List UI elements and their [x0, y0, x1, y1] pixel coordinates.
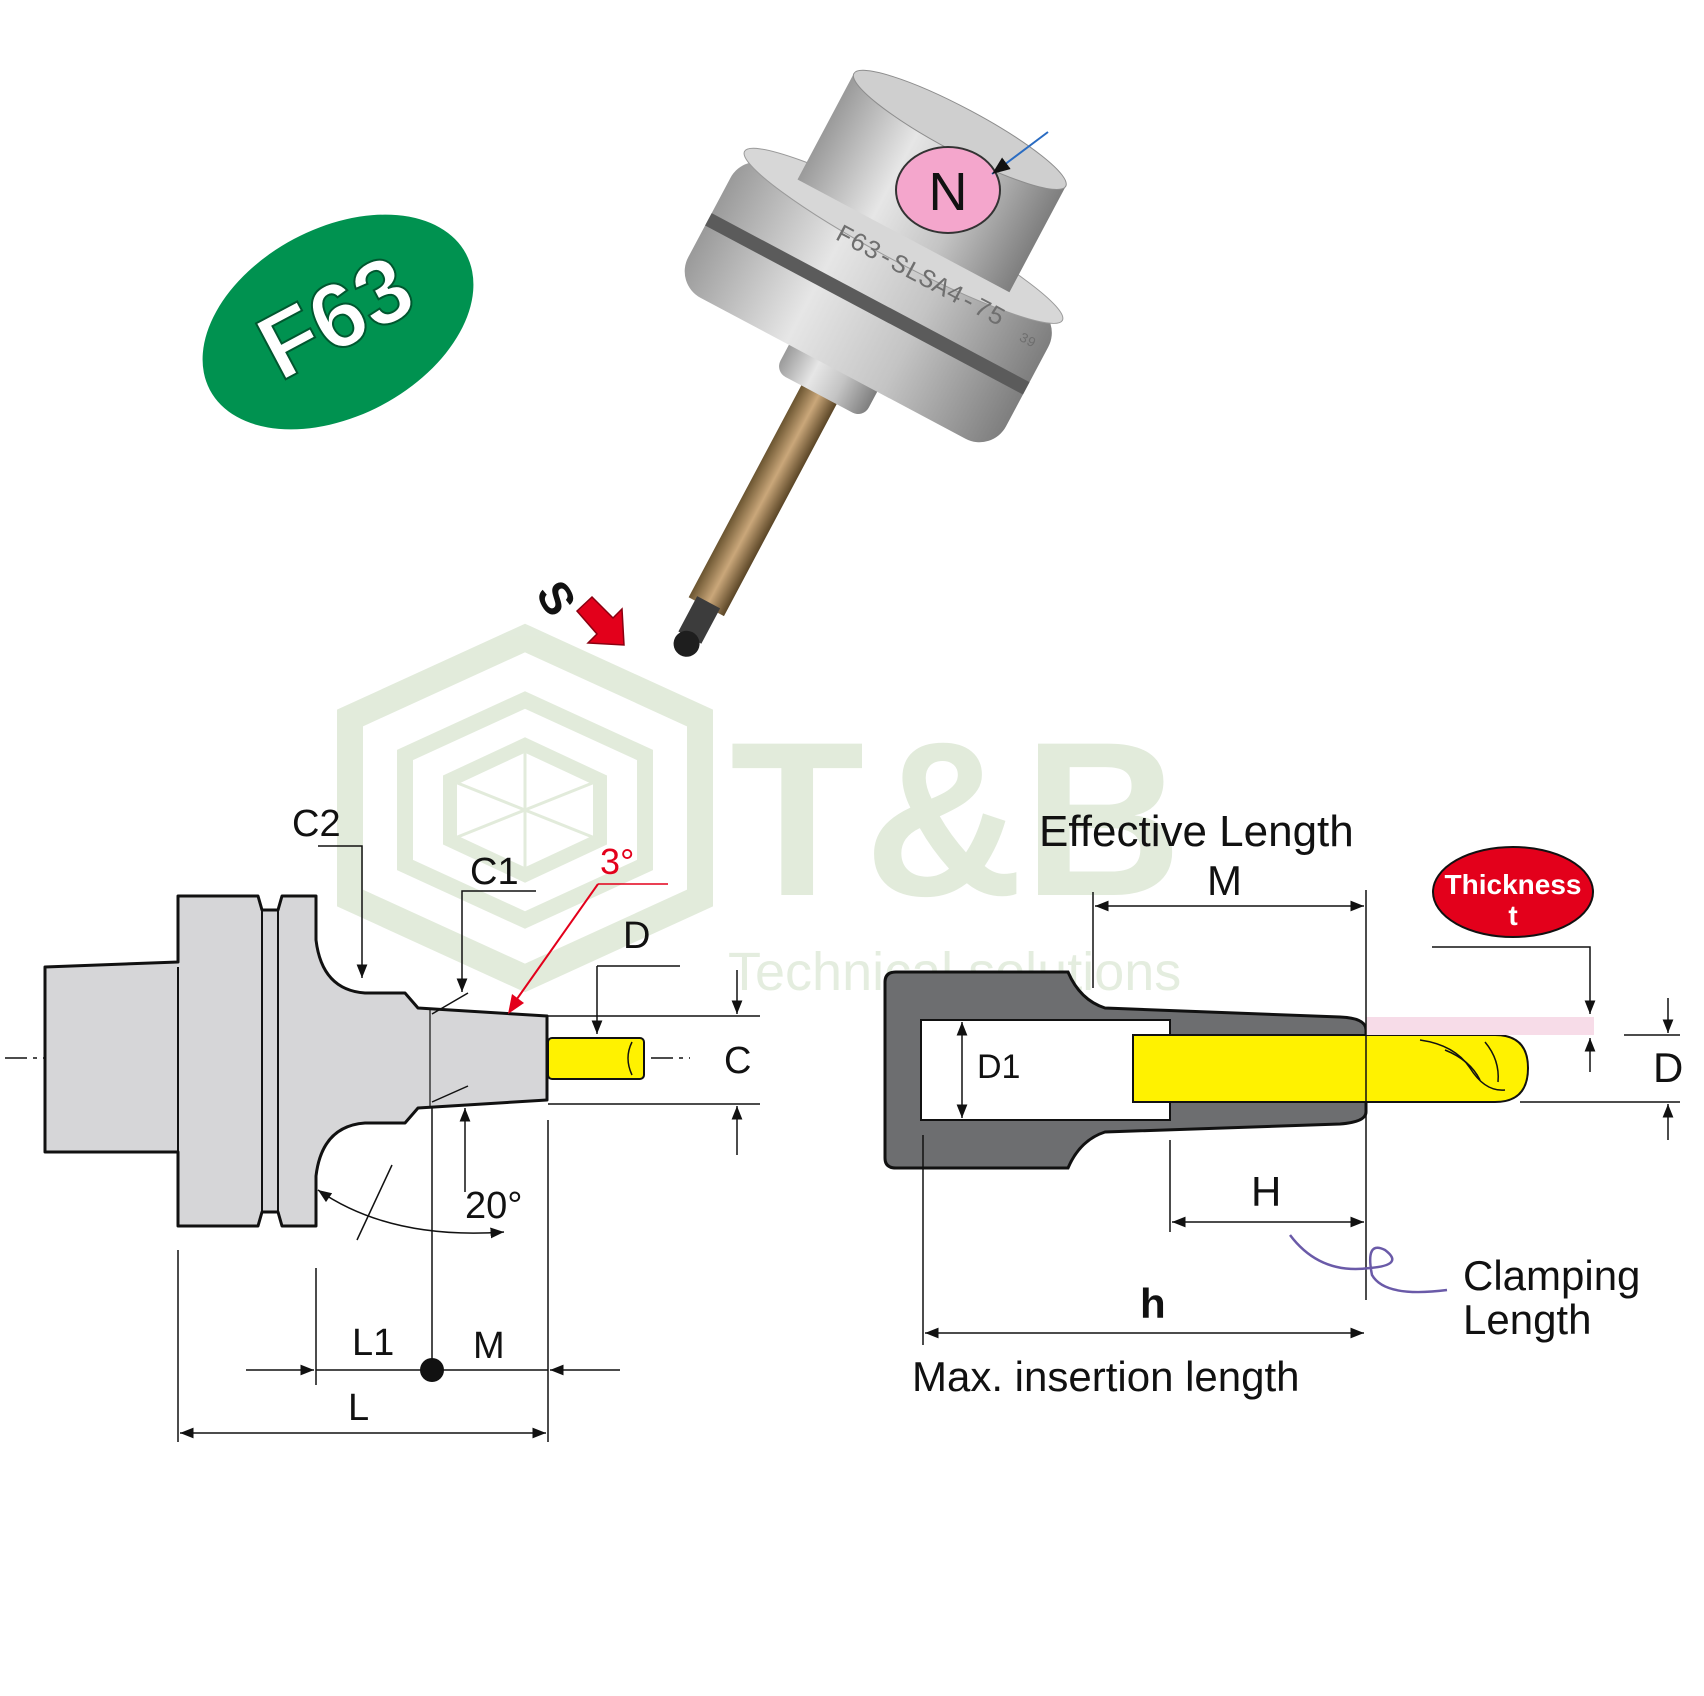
c1-label: C1 [470, 851, 519, 893]
f63-badge: F63 [202, 214, 474, 430]
c-label: C [724, 1040, 751, 1082]
angle-3-arrow [511, 883, 599, 1007]
c1-leader [456, 890, 536, 992]
thickness-band [1366, 1017, 1594, 1035]
holder-shank [688, 376, 842, 617]
max-insertion-label: Max. insertion length [912, 1353, 1300, 1400]
gauge-point [420, 1358, 444, 1382]
angle-3-arrowhead-icon [508, 994, 524, 1014]
marker-n-label: N [929, 162, 968, 222]
d-label-right: D [1653, 1044, 1683, 1091]
thickness-label: Thickness [1445, 869, 1582, 900]
clamping-label-1: Clamping [1463, 1252, 1640, 1299]
h-upper-label: H [1251, 1168, 1281, 1215]
angle-20-arc [317, 1189, 505, 1239]
left-technical-drawing: 3° C2 C1 D C 20° L1 M L [5, 803, 760, 1442]
h-lower-label: h [1140, 1280, 1166, 1327]
tool-flute-1 [1419, 1039, 1506, 1091]
marker-s-arrow-icon [575, 595, 625, 646]
l1-label: L1 [352, 1322, 394, 1364]
m-label-right: M [1207, 857, 1242, 904]
f63-badge-oval [202, 214, 474, 430]
flange-groove [705, 213, 1030, 395]
m-label-left: M [473, 1325, 505, 1367]
tool-flute-2 [1444, 1049, 1481, 1081]
thickness-symbol: t [1508, 900, 1517, 931]
tool-flute-3 [1484, 1041, 1499, 1083]
c2-leader [318, 845, 368, 978]
holder-engraving-sub: 39 [1016, 330, 1038, 352]
ball-end-tip [673, 630, 700, 657]
angle-20-label: 20° [465, 1185, 522, 1227]
effective-length-label: Effective Length [1039, 807, 1354, 856]
d1-label: D1 [977, 1048, 1020, 1086]
marker-n-oval [895, 146, 1001, 234]
holder-body-outline [43, 894, 549, 1228]
product-photo: F63-SLSA4-75 39 N S [526, 69, 1067, 657]
right-tool [1132, 1034, 1530, 1103]
thickness-leader [1432, 946, 1596, 1014]
d-label: D [623, 915, 650, 957]
angle-3-label: 3° [600, 841, 634, 882]
right-technical-drawing: D1 Effective Length M Thickness t D H Cl… [883, 807, 1683, 1400]
l-label: L [348, 1387, 369, 1429]
thickness-badge [1432, 846, 1594, 938]
left-tool [547, 1037, 645, 1080]
c2-label: C2 [292, 803, 341, 845]
angle-20-slant [356, 1164, 393, 1241]
marker-n-arrow [991, 131, 1049, 175]
clamping-leader-curl [1289, 1234, 1448, 1294]
chamfer-tick-bottom [431, 1085, 469, 1103]
watermark-hexagon-logo [337, 623, 713, 993]
chamfer-tick-top [431, 992, 469, 1015]
clamping-label-2: Length [1463, 1296, 1591, 1343]
left-tool-tip-arc [627, 1041, 633, 1076]
marker-s-label: S [526, 572, 586, 625]
